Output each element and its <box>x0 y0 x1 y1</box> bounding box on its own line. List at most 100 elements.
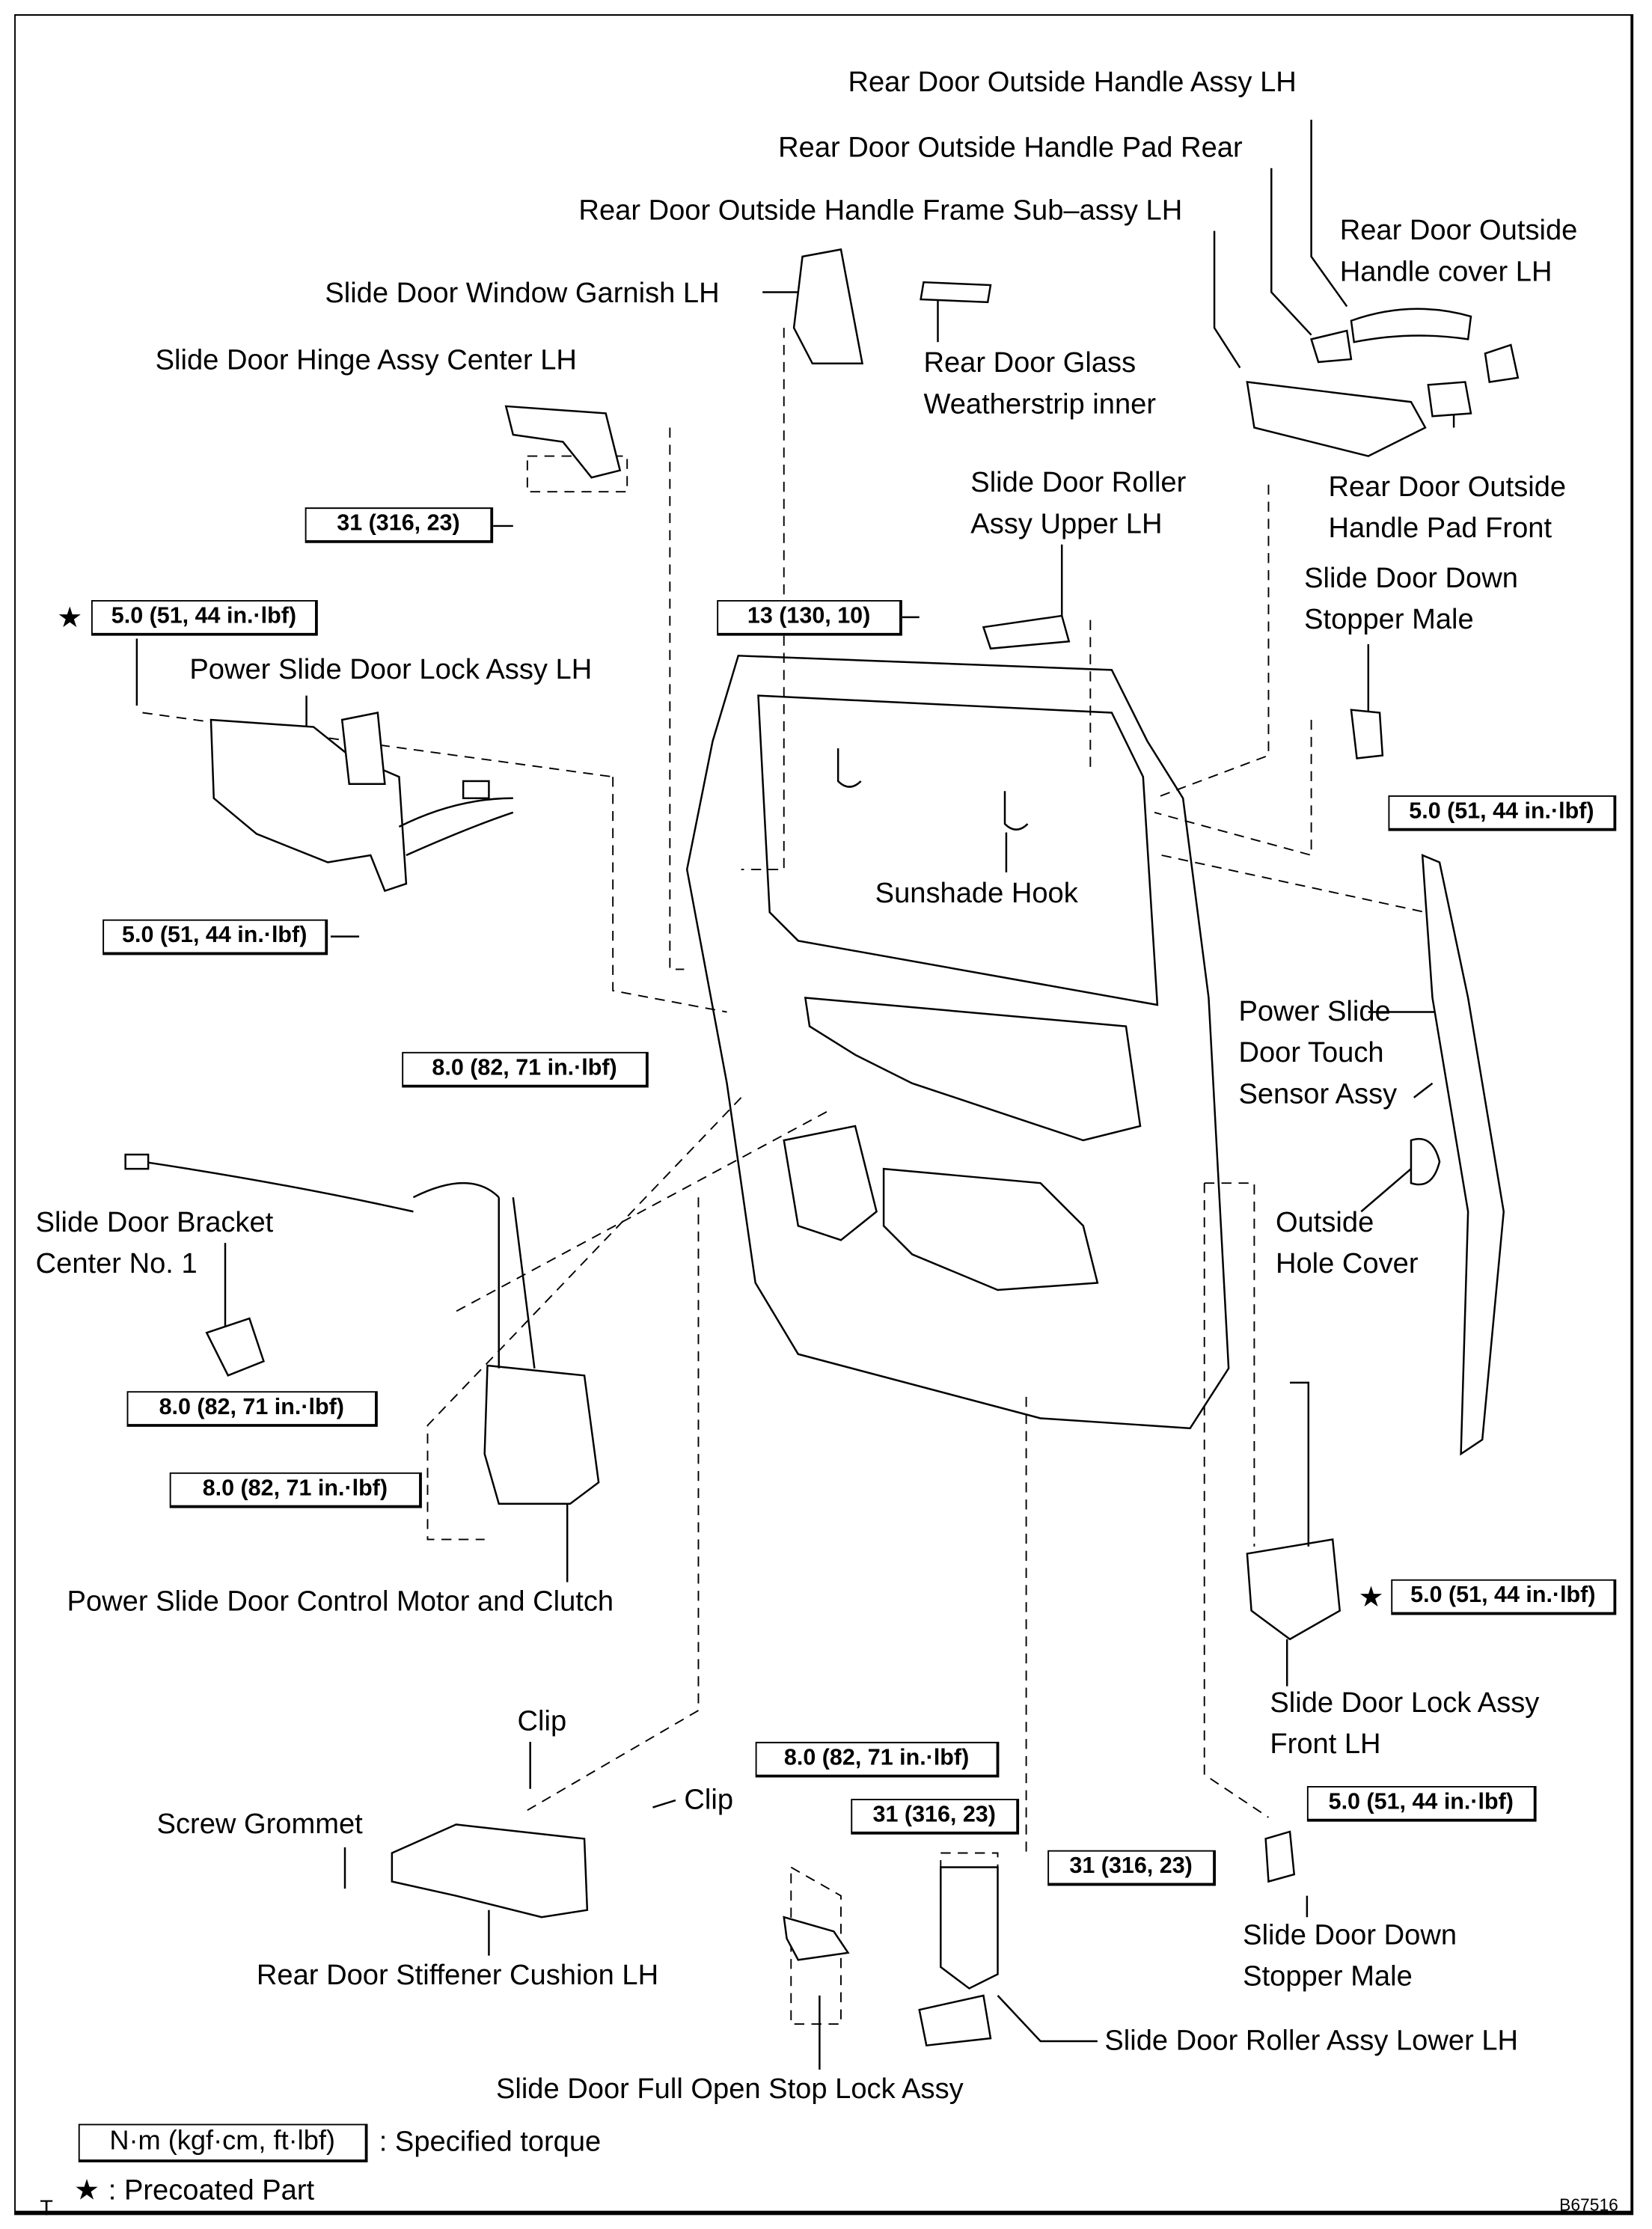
label-line: Assy Upper LH <box>970 509 1163 540</box>
label-line: Stopper Male <box>1304 604 1474 636</box>
slide-door-panel <box>685 655 1230 1430</box>
sunshade-hook-1 <box>836 748 862 788</box>
label-handle-pad-rear: Rear Door Outside Handle Pad Rear <box>778 128 1243 169</box>
label-line: Outside <box>1275 1207 1374 1239</box>
torque-box: 5.0 (51, 44 in.·lbf) <box>1388 795 1617 831</box>
label-line: Weatherstrip inner <box>923 389 1157 421</box>
bracket-center <box>205 1317 265 1377</box>
label-line: Slide Door Full Open Stop Lock Assy <box>495 2073 964 2106</box>
label-line: Slide Door Hinge Assy Center LH <box>155 345 577 376</box>
label-line: Slide Door Window Garnish LH <box>325 278 720 310</box>
window-garnish <box>792 248 864 365</box>
label-roller-lower: Slide Door Roller Assy Lower LH <box>1104 2021 1518 2062</box>
legend-star-desc: : Precoated Part <box>108 2175 315 2207</box>
torque-box: 5.0 (51, 44 in.·lbf) <box>103 919 328 955</box>
label-handle-frame: Rear Door Outside Handle Frame Sub–assy … <box>578 191 1182 232</box>
torque-box: 31 (316, 23) <box>851 1799 1020 1835</box>
stop-lock-assy <box>783 1915 850 1961</box>
label-window-garnish: Slide Door Window Garnish LH <box>325 274 719 315</box>
label-line: Rear Door Glass <box>923 347 1136 379</box>
label-lock-assy-lh: Power Slide Door Lock Assy LH <box>189 650 592 691</box>
touch-sensor <box>1421 854 1505 1456</box>
label-sunshade-hook: Sunshade Hook <box>875 874 1078 915</box>
roller-upper <box>982 614 1071 650</box>
label-line: Clip <box>684 1785 734 1816</box>
label-line: Clip <box>517 1706 567 1738</box>
label-line: Slide Door Roller <box>970 467 1187 499</box>
label-line: Handle cover LH <box>1339 256 1552 288</box>
handle-pad-rear <box>1310 329 1353 364</box>
hole-cover <box>1410 1137 1441 1186</box>
torque-box: 31 (316, 23) <box>305 507 494 543</box>
stopper-male-upper <box>1350 709 1384 759</box>
label-line: Rear Door Stiffener Cushion LH <box>256 1960 659 1992</box>
torque-box: 5.0 (51, 44 in.·lbf) <box>1391 1579 1617 1615</box>
door-lower-cutout <box>882 1167 1099 1291</box>
figure-id: B67516 <box>1559 2195 1618 2216</box>
label-line: Slide Door Bracket <box>35 1207 274 1239</box>
torque-box: 31 (316, 23) <box>1047 1850 1216 1886</box>
precoated-star-icon: ★ <box>57 602 83 635</box>
connector <box>462 780 490 800</box>
label-hinge-center: Slide Door Hinge Assy Center LH <box>156 340 577 382</box>
lock-assy-front <box>1246 1538 1342 1641</box>
label-line: Screw Grommet <box>156 1808 363 1841</box>
handle-cover <box>1484 343 1520 383</box>
label-line: Sunshade Hook <box>875 878 1078 910</box>
door-lower-left-cutout <box>783 1125 878 1241</box>
legend-torque-box: N·m (kgf·cm, ft·lbf) <box>78 2123 368 2162</box>
label-clip-1: Clip <box>518 1702 567 1743</box>
label-line: Slide Door Down <box>1243 1920 1457 1951</box>
label-line: Hole Cover <box>1275 1248 1419 1280</box>
torque-box: 8.0 (82, 71 in.·lbf) <box>126 1391 378 1427</box>
label-line: Sensor Assy <box>1238 1079 1398 1110</box>
label-line: Power Slide Door Lock Assy LH <box>189 654 593 686</box>
legend-star-icon: ★ <box>74 2175 100 2207</box>
label-line: Handle Pad Front <box>1328 513 1552 545</box>
outside-handle <box>1350 308 1472 343</box>
label-stiffener-cushion: Rear Door Stiffener Cushion LH <box>257 1956 658 1997</box>
torque-box: 8.0 (82, 71 in.·lbf) <box>755 1741 1000 1778</box>
roller-lower <box>940 1866 999 1990</box>
stopper-male-lower <box>1264 1830 1296 1883</box>
label-line: Front LH <box>1270 1728 1381 1761</box>
label-line: Rear Door Outside <box>1339 215 1578 247</box>
label-line: Slide Door Lock Assy <box>1270 1687 1540 1719</box>
label-line: Center No. 1 <box>35 1248 198 1280</box>
label-handle-assy: Rear Door Outside Handle Assy LH <box>848 63 1296 104</box>
handle-pad-front <box>1427 381 1472 418</box>
legend-torque-desc: : Specified torque <box>379 2126 602 2159</box>
torque-box: 13 (130, 10) <box>717 600 902 636</box>
label-screw-grommet: Screw Grommet <box>157 1805 363 1846</box>
label-line: Slide Door Down <box>1304 563 1518 595</box>
door-window-opening <box>757 694 1159 1006</box>
precoated-star-icon: ★ <box>1358 1582 1384 1614</box>
torque-box: 8.0 (82, 71 in.·lbf) <box>169 1472 422 1508</box>
torque-box: 5.0 (51, 44 in.·lbf) <box>91 600 318 636</box>
hinge-center <box>504 405 622 479</box>
label-clip-2: Clip <box>684 1780 733 1821</box>
corner-mark: T <box>40 2196 53 2221</box>
sunshade-hook-2 <box>1003 791 1029 831</box>
lock-motor <box>340 712 386 785</box>
label-line: Slide Door Roller Assy Lower LH <box>1104 2025 1519 2057</box>
label-line: Door Touch <box>1238 1037 1384 1069</box>
label-line: Rear Door Outside Handle Pad Rear <box>778 132 1243 165</box>
stiffener-cushion <box>391 1823 589 1918</box>
label-control-motor: Power Slide Door Control Motor and Clutc… <box>67 1583 614 1624</box>
diagram-frame <box>14 14 1634 2216</box>
torque-box: 8.0 (82, 71 in.·lbf) <box>402 1051 649 1088</box>
weatherstrip-inner <box>920 281 992 304</box>
torque-box: 5.0 (51, 44 in.·lbf) <box>1306 1785 1537 1822</box>
label-line: Rear Door Outside Handle Assy LH <box>848 67 1297 99</box>
